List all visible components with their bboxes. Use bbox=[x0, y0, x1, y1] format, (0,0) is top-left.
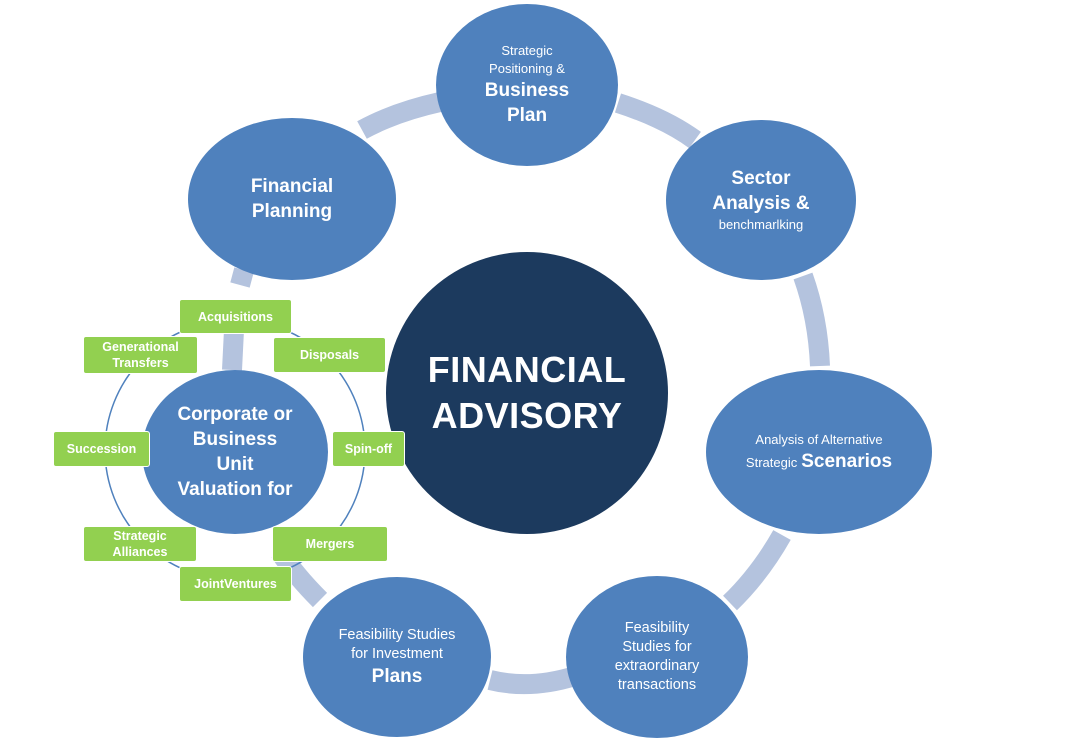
planning-line1: Financial bbox=[250, 176, 334, 197]
investment-line1: Feasibility Studies bbox=[338, 626, 456, 643]
center-title-line2: ADVISORY bbox=[431, 395, 623, 436]
sector-line2: Analysis & bbox=[712, 193, 810, 214]
strategic-line3: Business bbox=[484, 80, 570, 101]
tag-succession-label: Succession bbox=[66, 442, 137, 456]
valuation-line1: Corporate or bbox=[177, 404, 293, 425]
center-node-financial-advisory: FINANCIAL ADVISORY bbox=[386, 252, 668, 534]
tag-spin-off: Spin-off bbox=[332, 431, 405, 467]
strategic-line2: Positioning & bbox=[489, 61, 565, 76]
investment-line2: for Investment bbox=[351, 645, 443, 662]
connector-sector-to-scenarios bbox=[793, 272, 830, 367]
tag-strategic-alliances-line1: Strategic bbox=[113, 529, 167, 543]
sector-line1: Sector bbox=[731, 168, 791, 189]
connector-extraordinary-to-investment bbox=[487, 666, 578, 695]
tag-joint-ventures-label: JointVentures bbox=[194, 577, 277, 591]
connector-planning-lower bbox=[230, 267, 254, 288]
tag-joint-ventures: JointVentures bbox=[179, 566, 292, 602]
tag-acquisitions-label: Acquisitions bbox=[197, 309, 273, 324]
node-valuation: Corporate or Business Unit Valuation for bbox=[142, 370, 328, 534]
connector-planning-to-strategic bbox=[357, 92, 443, 139]
node-sector-analysis: Sector Analysis & benchmarlking bbox=[666, 120, 856, 280]
tag-strategic-alliances: Strategic Alliances bbox=[83, 526, 197, 562]
planning-line2: Planning bbox=[251, 201, 333, 222]
tag-spin-off-label: Spin-off bbox=[344, 442, 393, 456]
node-strategic-positioning: Strategic Positioning & Business Plan bbox=[436, 4, 618, 166]
connector-strategic-to-sector bbox=[614, 93, 701, 149]
strategic-line1: Strategic bbox=[501, 43, 553, 58]
scenarios-line2-wrap: Strategic Scenarios bbox=[746, 449, 892, 474]
extraordinary-line3: extraordinary bbox=[614, 658, 700, 674]
valuation-line3: Unit bbox=[216, 454, 254, 475]
extraordinary-line4: transactions bbox=[617, 677, 697, 693]
strategic-line4: Plan bbox=[506, 105, 548, 126]
node-financial-planning: Financial Planning bbox=[188, 118, 396, 280]
tag-disposals-label: Disposals bbox=[299, 348, 360, 362]
valuation-line4: Valuation for bbox=[177, 479, 293, 500]
tag-generational-transfers: Generational Transfers bbox=[83, 336, 198, 374]
node-alternative-scenarios: Analysis of Alternative Strategic Scenar… bbox=[706, 370, 932, 534]
investment-line3: Plans bbox=[371, 665, 423, 687]
connector-scenarios-to-extraordinary bbox=[722, 530, 791, 611]
tag-disposals: Disposals bbox=[273, 337, 386, 373]
scenarios-line3: Scenarios bbox=[801, 450, 893, 472]
scenarios-line1: Analysis of Alternative bbox=[755, 431, 883, 447]
tag-generational-line1: Generational bbox=[102, 340, 179, 354]
node-feasibility-extraordinary: Feasibility Studies for extraordinary tr… bbox=[566, 576, 748, 738]
tag-strategic-alliances-line2: Alliances bbox=[112, 545, 168, 559]
tag-mergers: Mergers bbox=[272, 526, 388, 562]
outer-ring-connectors bbox=[222, 92, 830, 695]
tag-acquisitions: Acquisitions bbox=[179, 299, 292, 334]
center-title-line1: FINANCIAL bbox=[427, 349, 627, 390]
connector-valuation-to-planning bbox=[222, 329, 244, 371]
scenarios-line2: Strategic bbox=[745, 454, 798, 470]
sector-line3: benchmarlking bbox=[718, 217, 804, 232]
valuation-line2: Business bbox=[192, 429, 278, 450]
tag-generational-line2: Transfers bbox=[112, 356, 169, 370]
tag-succession: Succession bbox=[53, 431, 150, 467]
tag-mergers-label: Mergers bbox=[305, 537, 355, 551]
node-feasibility-investment: Feasibility Studies for Investment Plans bbox=[303, 577, 491, 737]
extraordinary-line2: Studies for bbox=[622, 639, 692, 655]
extraordinary-line1: Feasibility bbox=[624, 620, 690, 636]
